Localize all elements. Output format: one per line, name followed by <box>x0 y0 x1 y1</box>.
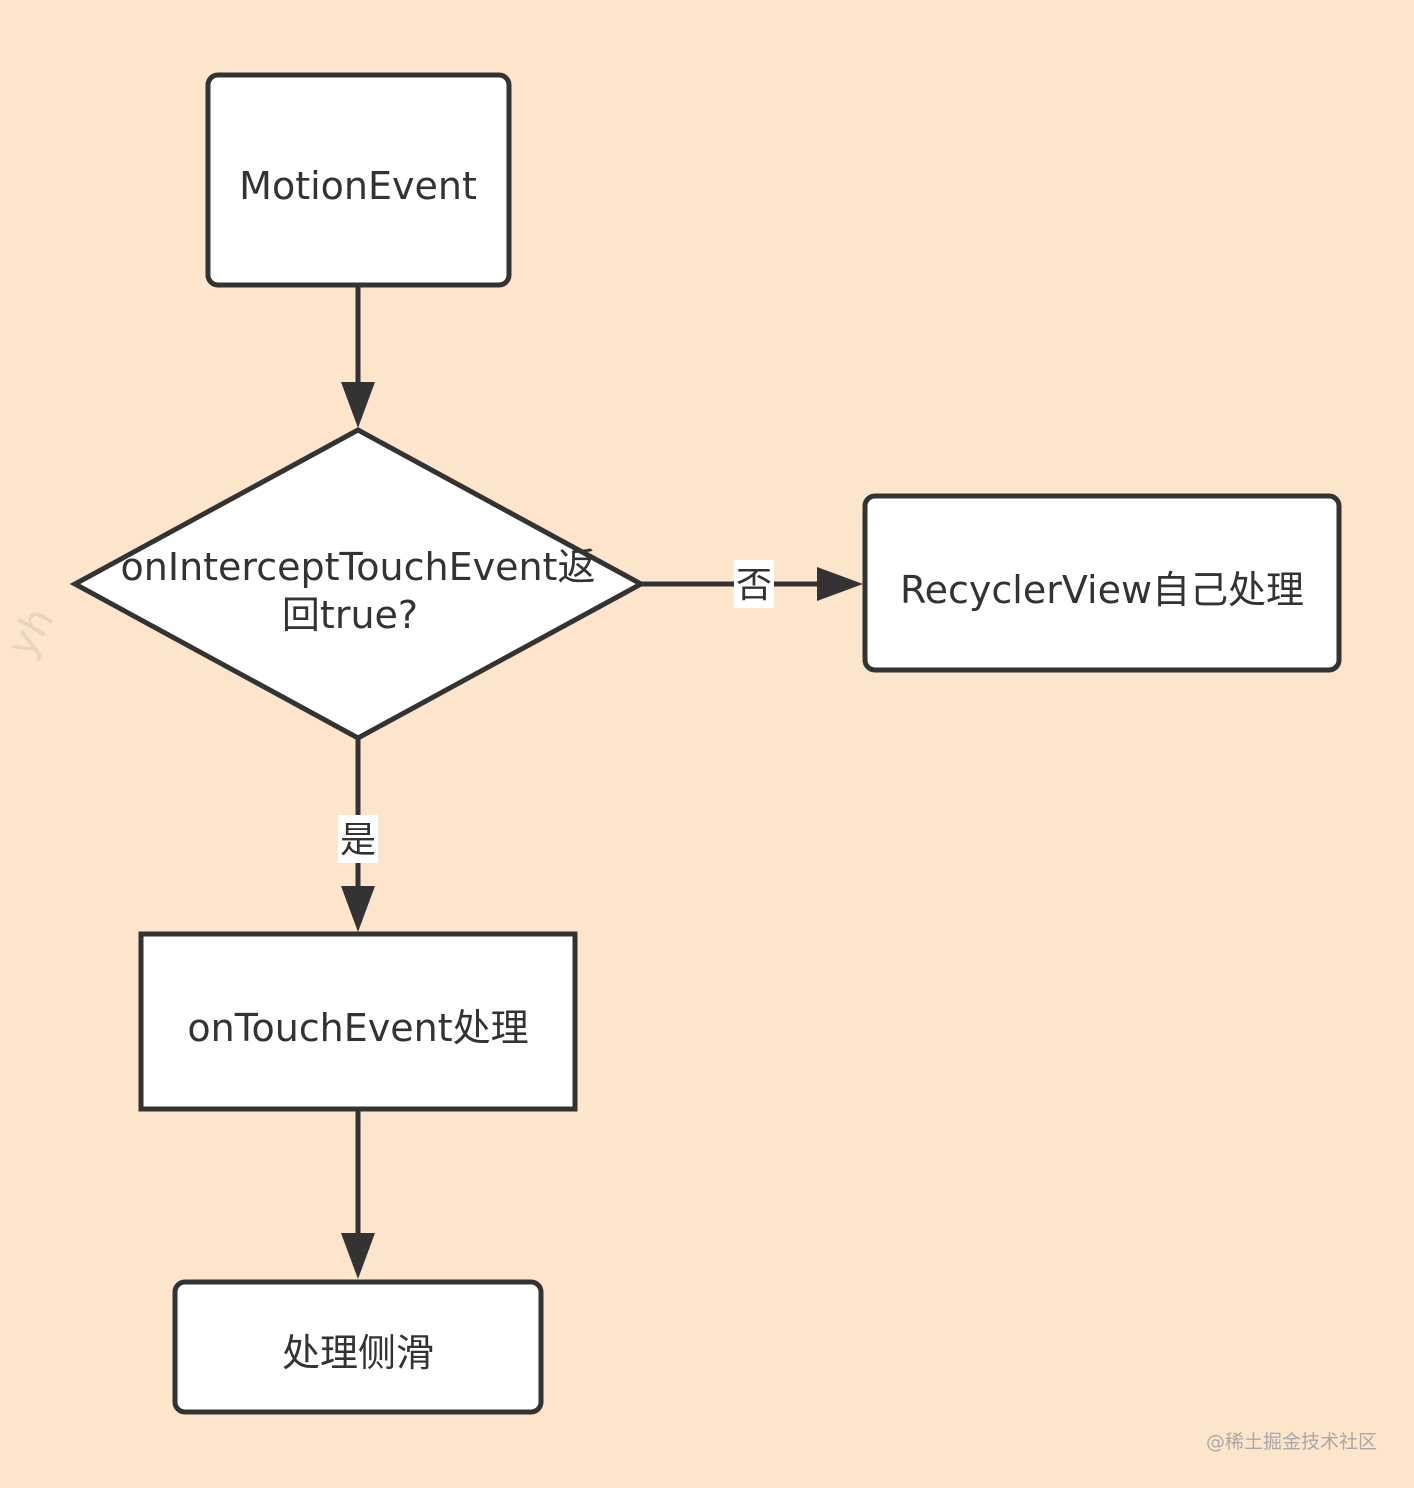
arrow-head-icon <box>341 1233 375 1279</box>
edge-label-no-bg <box>734 560 774 608</box>
edge-ontouch-to-swipe <box>341 1110 375 1279</box>
node-motion-event: MotionEvent <box>205 72 512 288</box>
node-motion-event-label: MotionEvent <box>239 164 477 208</box>
edge-motion-to-decision <box>341 287 375 428</box>
node-handle-swipe-label: 处理侧滑 <box>282 1331 434 1375</box>
edge-decision-to-ontouch: 是 <box>338 738 378 932</box>
node-handle-swipe: 处理侧滑 <box>172 1279 544 1415</box>
node-decision-line2: 回true? <box>282 593 418 637</box>
edge-label-yes: 是 <box>340 820 376 861</box>
arrow-head-icon <box>817 567 863 601</box>
edge-label-no: 否 <box>736 565 772 606</box>
node-decision-line1: onInterceptTouchEvent返 <box>121 545 596 589</box>
node-recycler-self: RecyclerView自己处理 <box>862 493 1342 673</box>
side-watermark: yh <box>0 600 63 665</box>
arrow-head-icon <box>341 382 375 428</box>
node-recycler-self-label: RecyclerView自己处理 <box>900 568 1304 612</box>
node-decision: onInterceptTouchEvent返 回true? <box>69 427 647 741</box>
site-watermark: @稀土掘金技术社区 <box>1206 1431 1377 1453</box>
node-on-touch-event: onTouchEvent处理 <box>138 931 578 1112</box>
edge-label-yes-bg <box>338 815 378 863</box>
arrow-head-icon <box>341 886 375 932</box>
edge-decision-to-recycler: 否 <box>641 560 863 608</box>
node-on-touch-event-label: onTouchEvent处理 <box>187 1006 528 1050</box>
